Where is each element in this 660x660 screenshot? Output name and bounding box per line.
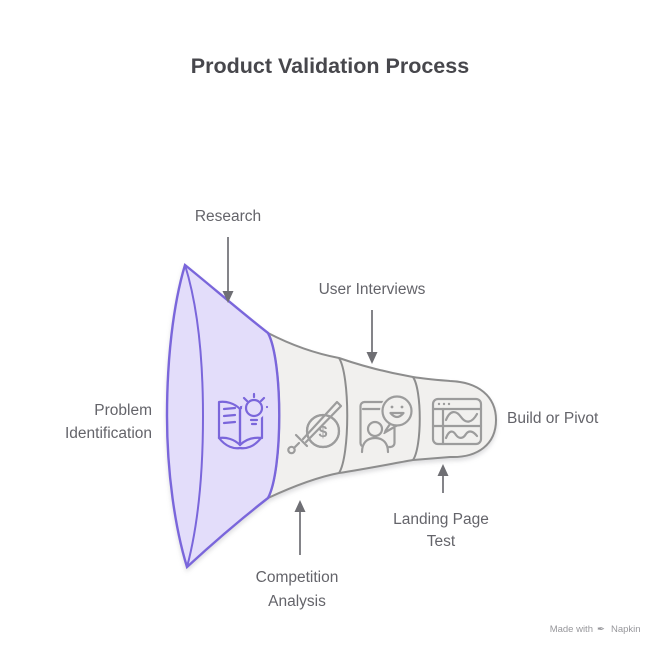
browser-chart-icon xyxy=(431,397,483,446)
arrow-down-icon xyxy=(222,291,234,303)
stage-label-analysis: Analysis xyxy=(268,593,326,610)
callout-competition-analysis: Competition Analysis xyxy=(256,500,339,610)
book-lightbulb-icon xyxy=(217,392,269,450)
funnel-mouth-rim xyxy=(184,264,205,568)
stage-label-user-interviews: User Interviews xyxy=(319,281,426,298)
sword-dollar-icon: $ xyxy=(287,400,343,455)
input-label-line2: Identification xyxy=(65,425,152,442)
input-label-line1: Problem xyxy=(94,402,152,419)
page-title: Product Validation Process xyxy=(191,54,469,78)
stage-label-landing-page: Landing Page xyxy=(393,511,489,528)
callout-landing-page-test: Landing Page Test xyxy=(393,464,489,550)
arrow-up-icon xyxy=(294,500,306,512)
funnel-divider-3 xyxy=(412,376,421,461)
arrow-down-icon xyxy=(366,352,378,364)
callout-user-interviews: User Interviews xyxy=(319,281,426,364)
napkin-watermark: Made with ✒ Napkin xyxy=(550,624,641,635)
stage-label-research: Research xyxy=(195,208,261,225)
stage-label-competition: Competition xyxy=(256,569,339,586)
dollar-sign: $ xyxy=(319,424,328,441)
callout-research: Research xyxy=(195,208,261,303)
output-label-build-or-pivot: Build or Pivot xyxy=(507,410,599,427)
person-chat-icon xyxy=(359,394,414,454)
pen-nib-icon: ✒ xyxy=(597,624,605,635)
funnel-divider-2 xyxy=(338,357,349,474)
stage-label-test: Test xyxy=(427,533,456,550)
arrow-up-icon xyxy=(437,464,449,476)
input-label-problem-identification: Problem Identification xyxy=(65,402,152,442)
watermark-brand: Napkin xyxy=(611,624,641,635)
watermark-prefix: Made with xyxy=(550,624,593,635)
